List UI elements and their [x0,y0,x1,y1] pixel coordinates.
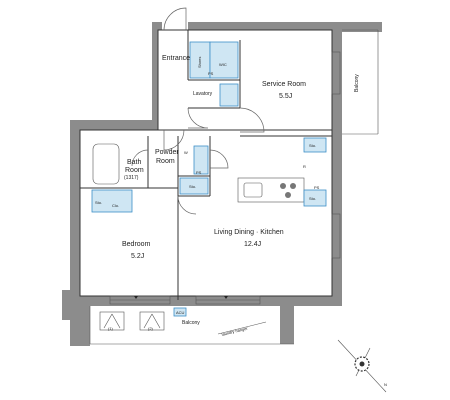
compass-label: N [384,382,387,387]
sto-service-label: Sto. [309,143,316,148]
entrance-label: Entrance [162,55,190,62]
room-labels: Entrance Service Room 5.5J Lavatory Powd… [122,55,360,326]
ac-2-label: (2) [148,326,154,331]
sto-kitchen-label: Sto. [309,196,316,201]
powder-room-label-2: Room [156,158,175,165]
refrigerator-label: R [303,164,306,169]
kitchen-counter [237,177,305,203]
window-marker-1 [134,296,138,299]
lavatory-label: Lavatory [193,91,213,97]
powder-room-label-1: Powder [155,149,179,156]
ldk-area: 12.4J [244,241,261,248]
ldk-label: Living Dining · Kitchen [214,229,284,236]
sto-powder-label: Sto. [189,184,196,189]
shoes-storage-label: Shoes [197,57,202,68]
windows [109,51,341,305]
window-marker-2 [224,296,228,299]
stove-burner-1 [280,183,286,189]
walls [62,22,382,346]
bath-room-size: (1317) [124,175,139,181]
laundry-hanger-label: laundry hanger [221,326,249,337]
balcony-bottom-label: Balcony [182,320,200,326]
bedroom-label: Bedroom [122,241,151,248]
balcony-right-label: Balcony [354,74,360,92]
acu-label: ACU [176,310,185,315]
fixtures [91,41,327,213]
stove-burner-2 [290,183,296,189]
wm-label: W [184,150,188,155]
clo-bedroom-label: Clo. [112,203,119,208]
fixture-labels: Shoes WIC PS PS PS Sto. Sto. Sto. Sto. C… [95,57,320,337]
wic-label: WIC [219,62,227,67]
north-compass: N [337,339,387,393]
stove-burner-3 [285,192,291,198]
ps-entrance-label: PS [208,71,214,76]
sto-bedroom-label: Sto. [95,200,102,205]
bath-room-label-1: Bath [127,159,142,166]
balcony-bottom-area [89,306,294,345]
service-room-area: 5.5J [279,93,292,100]
service-room-label: Service Room [262,81,306,88]
ps-kitchen-label: PS [314,185,320,190]
ac-1-label: (1) [108,326,114,331]
bath-room-label-2: Room [125,167,144,174]
bedroom-area: 5.2J [131,253,144,260]
balcony-right-area [342,29,379,135]
ps-powder-label: PS [196,170,202,175]
